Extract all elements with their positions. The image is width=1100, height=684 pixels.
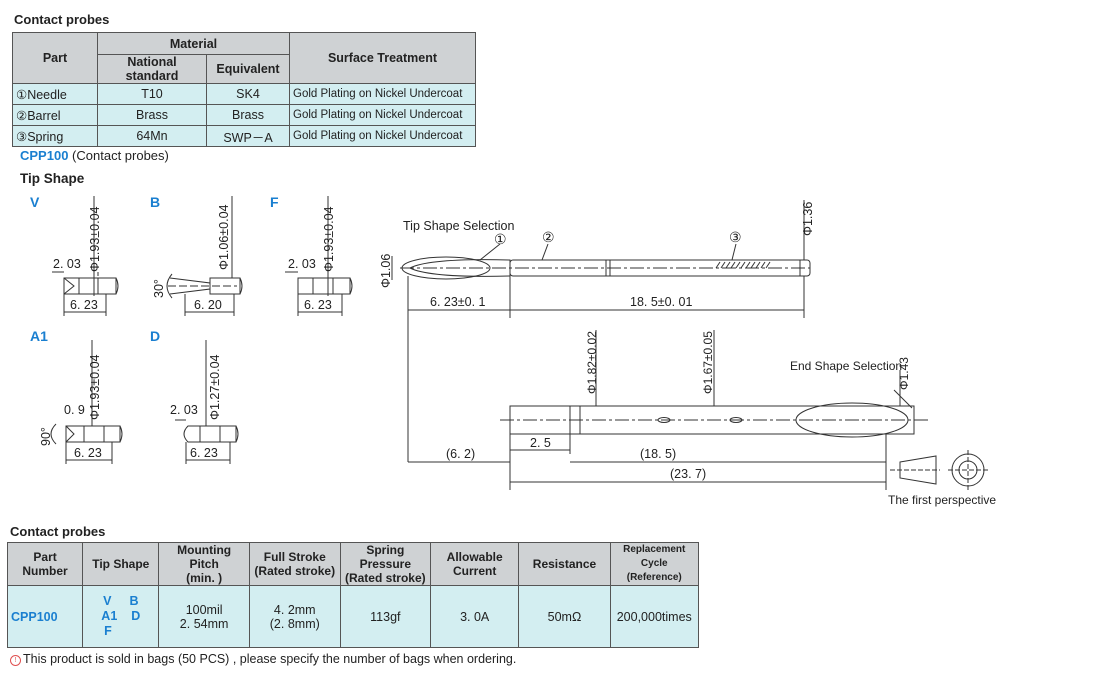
dim-text: 6. 20 (194, 298, 222, 312)
tip-shape-selection-label: Tip Shape Selection (403, 219, 514, 233)
dim-text: 90° (39, 427, 53, 446)
table-row: ③Spring 64Mn SWP－A Gold Plating on Nicke… (12, 125, 476, 147)
national-cell: 64Mn (97, 125, 207, 147)
header-spring: Spring Pressure(Rated stroke) (339, 542, 431, 586)
dim-text: Φ1.36 (801, 202, 815, 236)
first-perspective-label: The first perspective (888, 493, 996, 507)
resistance-cell: 50mΩ (518, 585, 611, 648)
dim-text: Φ1.93±0.04 (88, 354, 102, 420)
tip-letter-b: B (150, 194, 161, 210)
top-section-title: Contact probes (14, 12, 110, 27)
material-table: Part Material Surface Treatment National… (12, 32, 476, 147)
part-cell: ①Needle (12, 83, 98, 105)
surface-cell: Gold Plating on Nickel Undercoat (289, 104, 476, 126)
end-shape-selection-label: End Shape Selection (790, 359, 902, 373)
national-cell: T10 (97, 83, 207, 105)
dim-text: Φ1.67±0.05 (701, 331, 715, 394)
spec-table: Part Number Tip Shape Mounting Pitch(min… (6, 542, 699, 648)
header-tip-shape: Tip Shape (82, 542, 160, 586)
callout-3: ③ (729, 229, 742, 245)
tip-letter-v: V (30, 194, 40, 210)
equivalent-cell: SWP－A (206, 125, 290, 147)
dim-text: Φ1.06±0.04 (217, 204, 231, 270)
table-row: ①Needle T10 SK4 Gold Plating on Nickel U… (12, 83, 476, 105)
dim-text: 6. 23 (70, 298, 98, 312)
dim-text: (18. 5) (640, 447, 676, 461)
header-resistance: Resistance (518, 542, 611, 586)
tip-shape-title: Tip Shape (20, 171, 85, 186)
order-note: !This product is sold in bags (50 PCS) ,… (10, 652, 516, 666)
dim-text: Φ1.82±0.02 (585, 331, 599, 394)
part-cell: ③Spring (12, 125, 98, 147)
note-text: This product is sold in bags (50 PCS) , … (23, 652, 517, 666)
dim-text: Φ1.93±0.04 (322, 206, 336, 272)
dim-text: Φ1.06 (379, 254, 393, 288)
tip-shape-drawings: 2. 03 6. 23 Φ1.93±0.04 6. 20 30° Φ1.06±0… (39, 196, 353, 464)
header-national: National standard (97, 54, 207, 84)
product-line: CPP100 (Contact probes) (20, 148, 169, 163)
dim-text: 6. 23±0. 1 (430, 295, 486, 309)
cycle-cell: 200,000times (609, 585, 699, 648)
bottom-section-title: Contact probes (10, 524, 106, 539)
dim-text: 6. 23 (74, 446, 102, 460)
dim-text: 2. 03 (53, 257, 81, 271)
stroke-cell: 4. 2mm(2. 8mm) (248, 585, 341, 648)
probe-drawing: Tip Shape Selection ① ② ③ Φ1.06 Φ1.36 6.… (379, 200, 996, 507)
header-part-number: Part Number (6, 542, 84, 586)
part-cell: ②Barrel (12, 104, 98, 126)
header-equivalent: Equivalent (206, 54, 290, 84)
header-mounting: Mounting Pitch(min. ) (158, 542, 250, 586)
callout-2: ② (542, 229, 555, 245)
product-desc: (Contact probes) (72, 148, 169, 163)
tip-a1-drawing (50, 340, 123, 464)
dim-text: (6. 2) (446, 447, 475, 461)
equivalent-cell: Brass (206, 104, 290, 126)
header-stroke: Full Stroke(Rated stroke) (248, 542, 341, 586)
surface-cell: Gold Plating on Nickel Undercoat (289, 83, 476, 105)
tip-letter-d: D (150, 328, 161, 344)
header-material: Material (97, 32, 290, 55)
surface-cell: Gold Plating on Nickel Undercoat (289, 125, 476, 147)
dim-text: 30° (152, 279, 166, 298)
dim-text: (23. 7) (670, 467, 706, 481)
part-number-cell: CPP100 (6, 585, 84, 648)
dim-text: 6. 23 (190, 446, 218, 460)
tip-v-drawing (52, 196, 119, 316)
equivalent-cell: SK4 (206, 83, 290, 105)
table-row: ②Barrel Brass Brass Gold Plating on Nick… (12, 104, 476, 126)
dim-text: 0. 9 (64, 403, 85, 417)
dim-text: 6. 23 (304, 298, 332, 312)
current-cell: 3. 0A (429, 585, 520, 648)
dim-text: Φ1.93±0.04 (88, 206, 102, 272)
dim-text: 2. 03 (288, 257, 316, 271)
tip-f-drawing (285, 196, 353, 316)
callout-1: ① (494, 231, 507, 247)
dim-text: 2. 03 (170, 403, 198, 417)
header-surface: Surface Treatment (289, 32, 476, 84)
tip-letter-f: F (270, 194, 279, 210)
dim-text: 18. 5±0. 01 (630, 295, 693, 309)
tip-b-drawing (166, 196, 243, 316)
tip-letter-a1: A1 (30, 328, 48, 344)
dim-text: Φ1.43 (897, 357, 911, 390)
warning-icon: ! (10, 655, 21, 666)
spring-cell: 113gf (339, 585, 431, 648)
product-code: CPP100 (20, 148, 69, 163)
tip-d-drawing (175, 340, 239, 464)
dim-text: 2. 5 (530, 436, 551, 450)
national-cell: Brass (97, 104, 207, 126)
dim-text: Φ1.27±0.04 (208, 354, 222, 420)
